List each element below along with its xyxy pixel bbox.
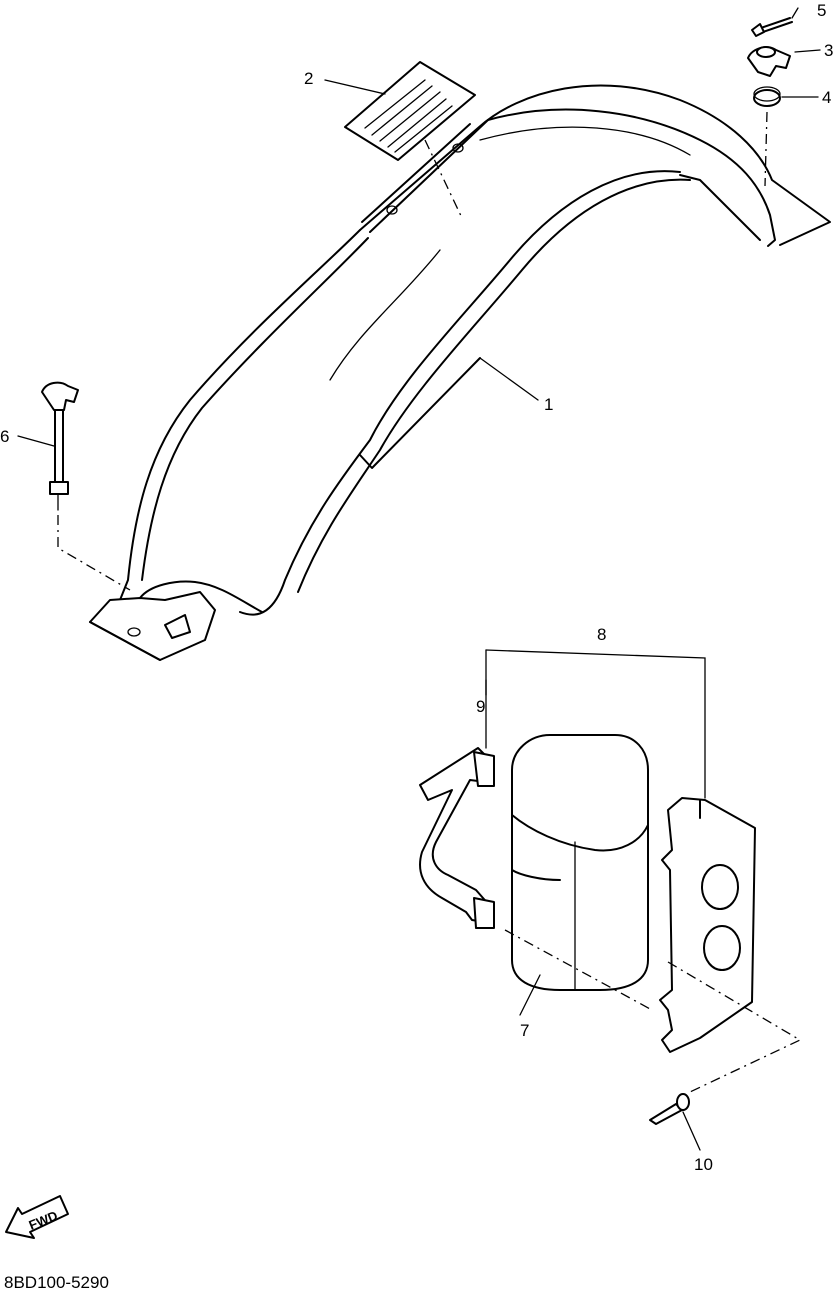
rear-fender-part — [89, 84, 831, 661]
callout-2: 2 — [304, 69, 313, 88]
reservoir-tank-part — [511, 734, 649, 991]
rivet-pin-part — [649, 1093, 690, 1125]
callout-10: 10 — [694, 1155, 713, 1174]
washer-part — [753, 86, 781, 187]
bolt-part — [751, 17, 793, 37]
long-bolt-part — [41, 381, 131, 591]
callout-1: 1 — [544, 395, 553, 414]
forward-direction-arrow-icon: FWD — [5, 1195, 69, 1239]
callout-9: 9 — [476, 697, 485, 716]
wing-nut-part — [747, 46, 791, 77]
callout-5: 5 — [817, 1, 826, 20]
callout-3: 3 — [824, 41, 833, 60]
callout-4: 4 — [822, 88, 831, 107]
decal-label-part — [344, 61, 476, 219]
callout-6: 6 — [0, 427, 9, 446]
mounting-bracket-part — [659, 797, 756, 1053]
callout-7: 7 — [520, 1021, 529, 1040]
callout-8: 8 — [597, 625, 606, 644]
drawing-code: 8BD100-5290 — [4, 1273, 109, 1292]
strap-band-part — [419, 747, 495, 929]
